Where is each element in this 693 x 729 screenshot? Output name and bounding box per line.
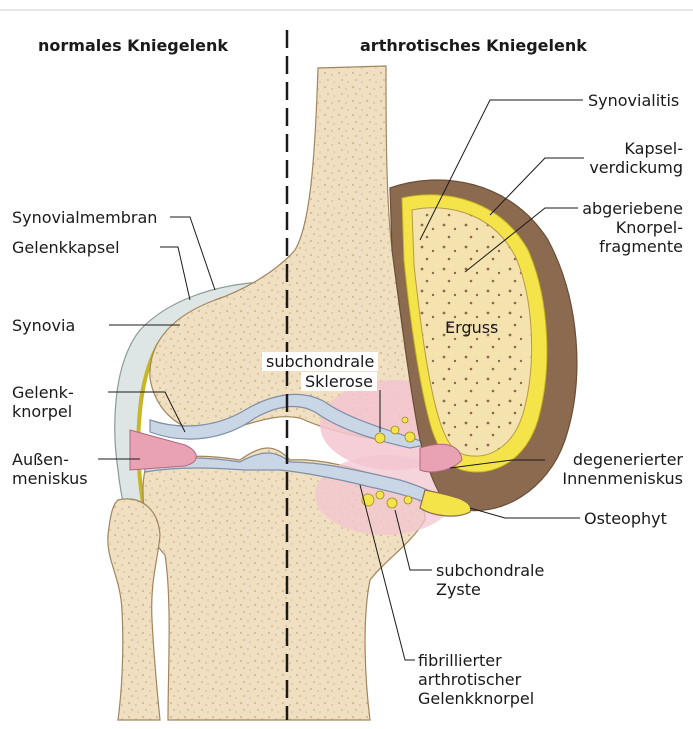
label-fragmente-2: Knorpel- bbox=[616, 218, 683, 237]
label-knorpel-fib-1: fibrillierter bbox=[418, 651, 502, 670]
fibula bbox=[108, 499, 160, 720]
label-fragmente-3: fragmente bbox=[599, 237, 683, 256]
label-knorpel-fib-2: arthrotischer bbox=[418, 670, 521, 689]
label-erguss: Erguss bbox=[445, 318, 498, 337]
heading-normal-knee: normales Kniegelenk bbox=[38, 36, 228, 55]
label-gelenkknorpel-1: Gelenk- bbox=[12, 383, 74, 402]
label-aussenmeniskus-2: meniskus bbox=[12, 469, 88, 488]
heading-arthritic-knee: arthrotisches Kniegelenk bbox=[360, 36, 587, 55]
label-synovialitis: Synovialitis bbox=[588, 91, 679, 110]
label-kapselverdickung-1: Kapsel- bbox=[624, 139, 683, 158]
label-zyste-2: Zyste bbox=[436, 580, 481, 599]
label-synovialmembran: Synovialmembran bbox=[12, 208, 157, 227]
label-sklerose-2: Sklerose bbox=[301, 372, 377, 391]
label-zyste-1: subchondrale bbox=[436, 561, 544, 580]
label-innenmeniskus-1: degenerierter bbox=[573, 450, 683, 469]
label-gelenkknorpel-2: knorpel bbox=[12, 402, 72, 421]
label-synovia: Synovia bbox=[12, 316, 75, 335]
label-innenmeniskus-2: Innenmeniskus bbox=[562, 469, 683, 488]
label-kapselverdickung-2: verdickumg bbox=[589, 158, 683, 177]
label-knorpel-fib-3: Gelenkknorpel bbox=[418, 689, 534, 708]
label-aussenmeniskus-1: Außen- bbox=[12, 450, 69, 469]
label-osteophyt: Osteophyt bbox=[584, 509, 667, 528]
label-fragmente-1: abgeriebene bbox=[582, 199, 683, 218]
label-gelenkkapsel: Gelenkkapsel bbox=[12, 238, 120, 257]
label-sklerose-1: subchondrale bbox=[262, 352, 378, 371]
